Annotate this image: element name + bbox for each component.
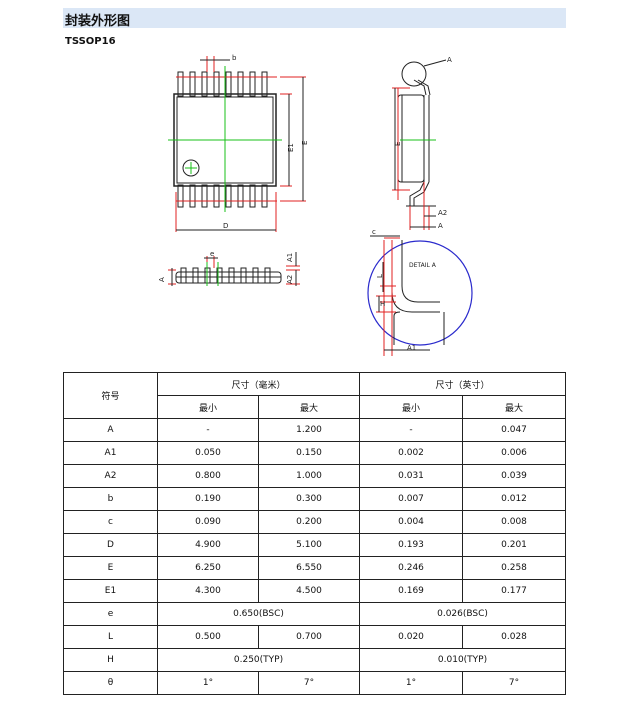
label-b: b [232,54,237,62]
page-title: 封装外形图 [65,14,131,29]
label-side-E: E [394,142,402,146]
dimension-table: 符号 尺寸（毫米） 尺寸（英寸） 最小 最大 最小 最大 A - 1.200 -… [63,372,567,695]
side-view [392,59,447,230]
label-side-A2: A2 [438,209,447,217]
label-detail-c: c [372,228,376,236]
label-side-A-bottom: A [438,222,443,230]
pin1-marker [182,159,200,177]
label-side-A: A [447,56,452,64]
inch-min-header: 最小 [359,395,464,419]
inch-header: 尺寸（英寸） [359,372,567,396]
label-E1: E1 [287,143,295,152]
label-e: e [210,250,214,258]
label-detail-L: L [376,274,384,278]
package-name: TSSOP16 [65,36,116,47]
detail-a-callout [401,61,427,87]
label-A: A [158,277,166,282]
label-detail-A1: A1 [407,344,416,352]
label-A1: A1 [286,253,294,262]
bottom-pins [177,184,268,208]
title-bar [63,8,566,28]
top-pins [177,71,268,97]
table-row: A1 0.050 0.150 0.002 0.006 [63,441,567,465]
table-row: c 0.090 0.200 0.004 0.008 [63,510,567,534]
label-D: D [223,222,228,230]
detail-a-view [367,235,473,356]
table-row: θ 1° 7° 1° 7° [63,671,567,695]
mm-header: 尺寸（毫米） [156,372,361,396]
mm-min-header: 最小 [157,395,259,419]
top-view [168,56,306,232]
table-row: L 0.500 0.700 0.020 0.028 [63,625,567,649]
symbol-header: 符号 [63,372,158,419]
front-view [168,252,300,286]
inch-max-header: 最大 [462,395,567,419]
label-detail-H: H [380,300,385,308]
detail-a-circle [367,240,473,346]
mm-max-header: 最大 [257,395,361,419]
table-row: A2 0.800 1.000 0.031 0.039 [63,464,567,488]
package-outline-drawing: b D E1 E e A A1 A2 [158,54,473,356]
table-row: b 0.190 0.300 0.007 0.012 [63,487,567,511]
label-detail-title: DETAIL A [409,262,437,269]
table-row: E1 4.300 4.500 0.169 0.177 [63,579,567,603]
table-row: H 0.250(TYP) 0.010(TYP) [63,648,567,672]
table-row: E 6.250 6.550 0.246 0.258 [63,556,567,580]
table-row: e 0.650(BSC) 0.026(BSC) [63,602,567,626]
label-E: E [301,141,309,145]
table-row: A - 1.200 - 0.047 [63,418,567,442]
label-A2: A2 [286,275,294,284]
table-row: D 4.900 5.100 0.193 0.201 [63,533,567,557]
